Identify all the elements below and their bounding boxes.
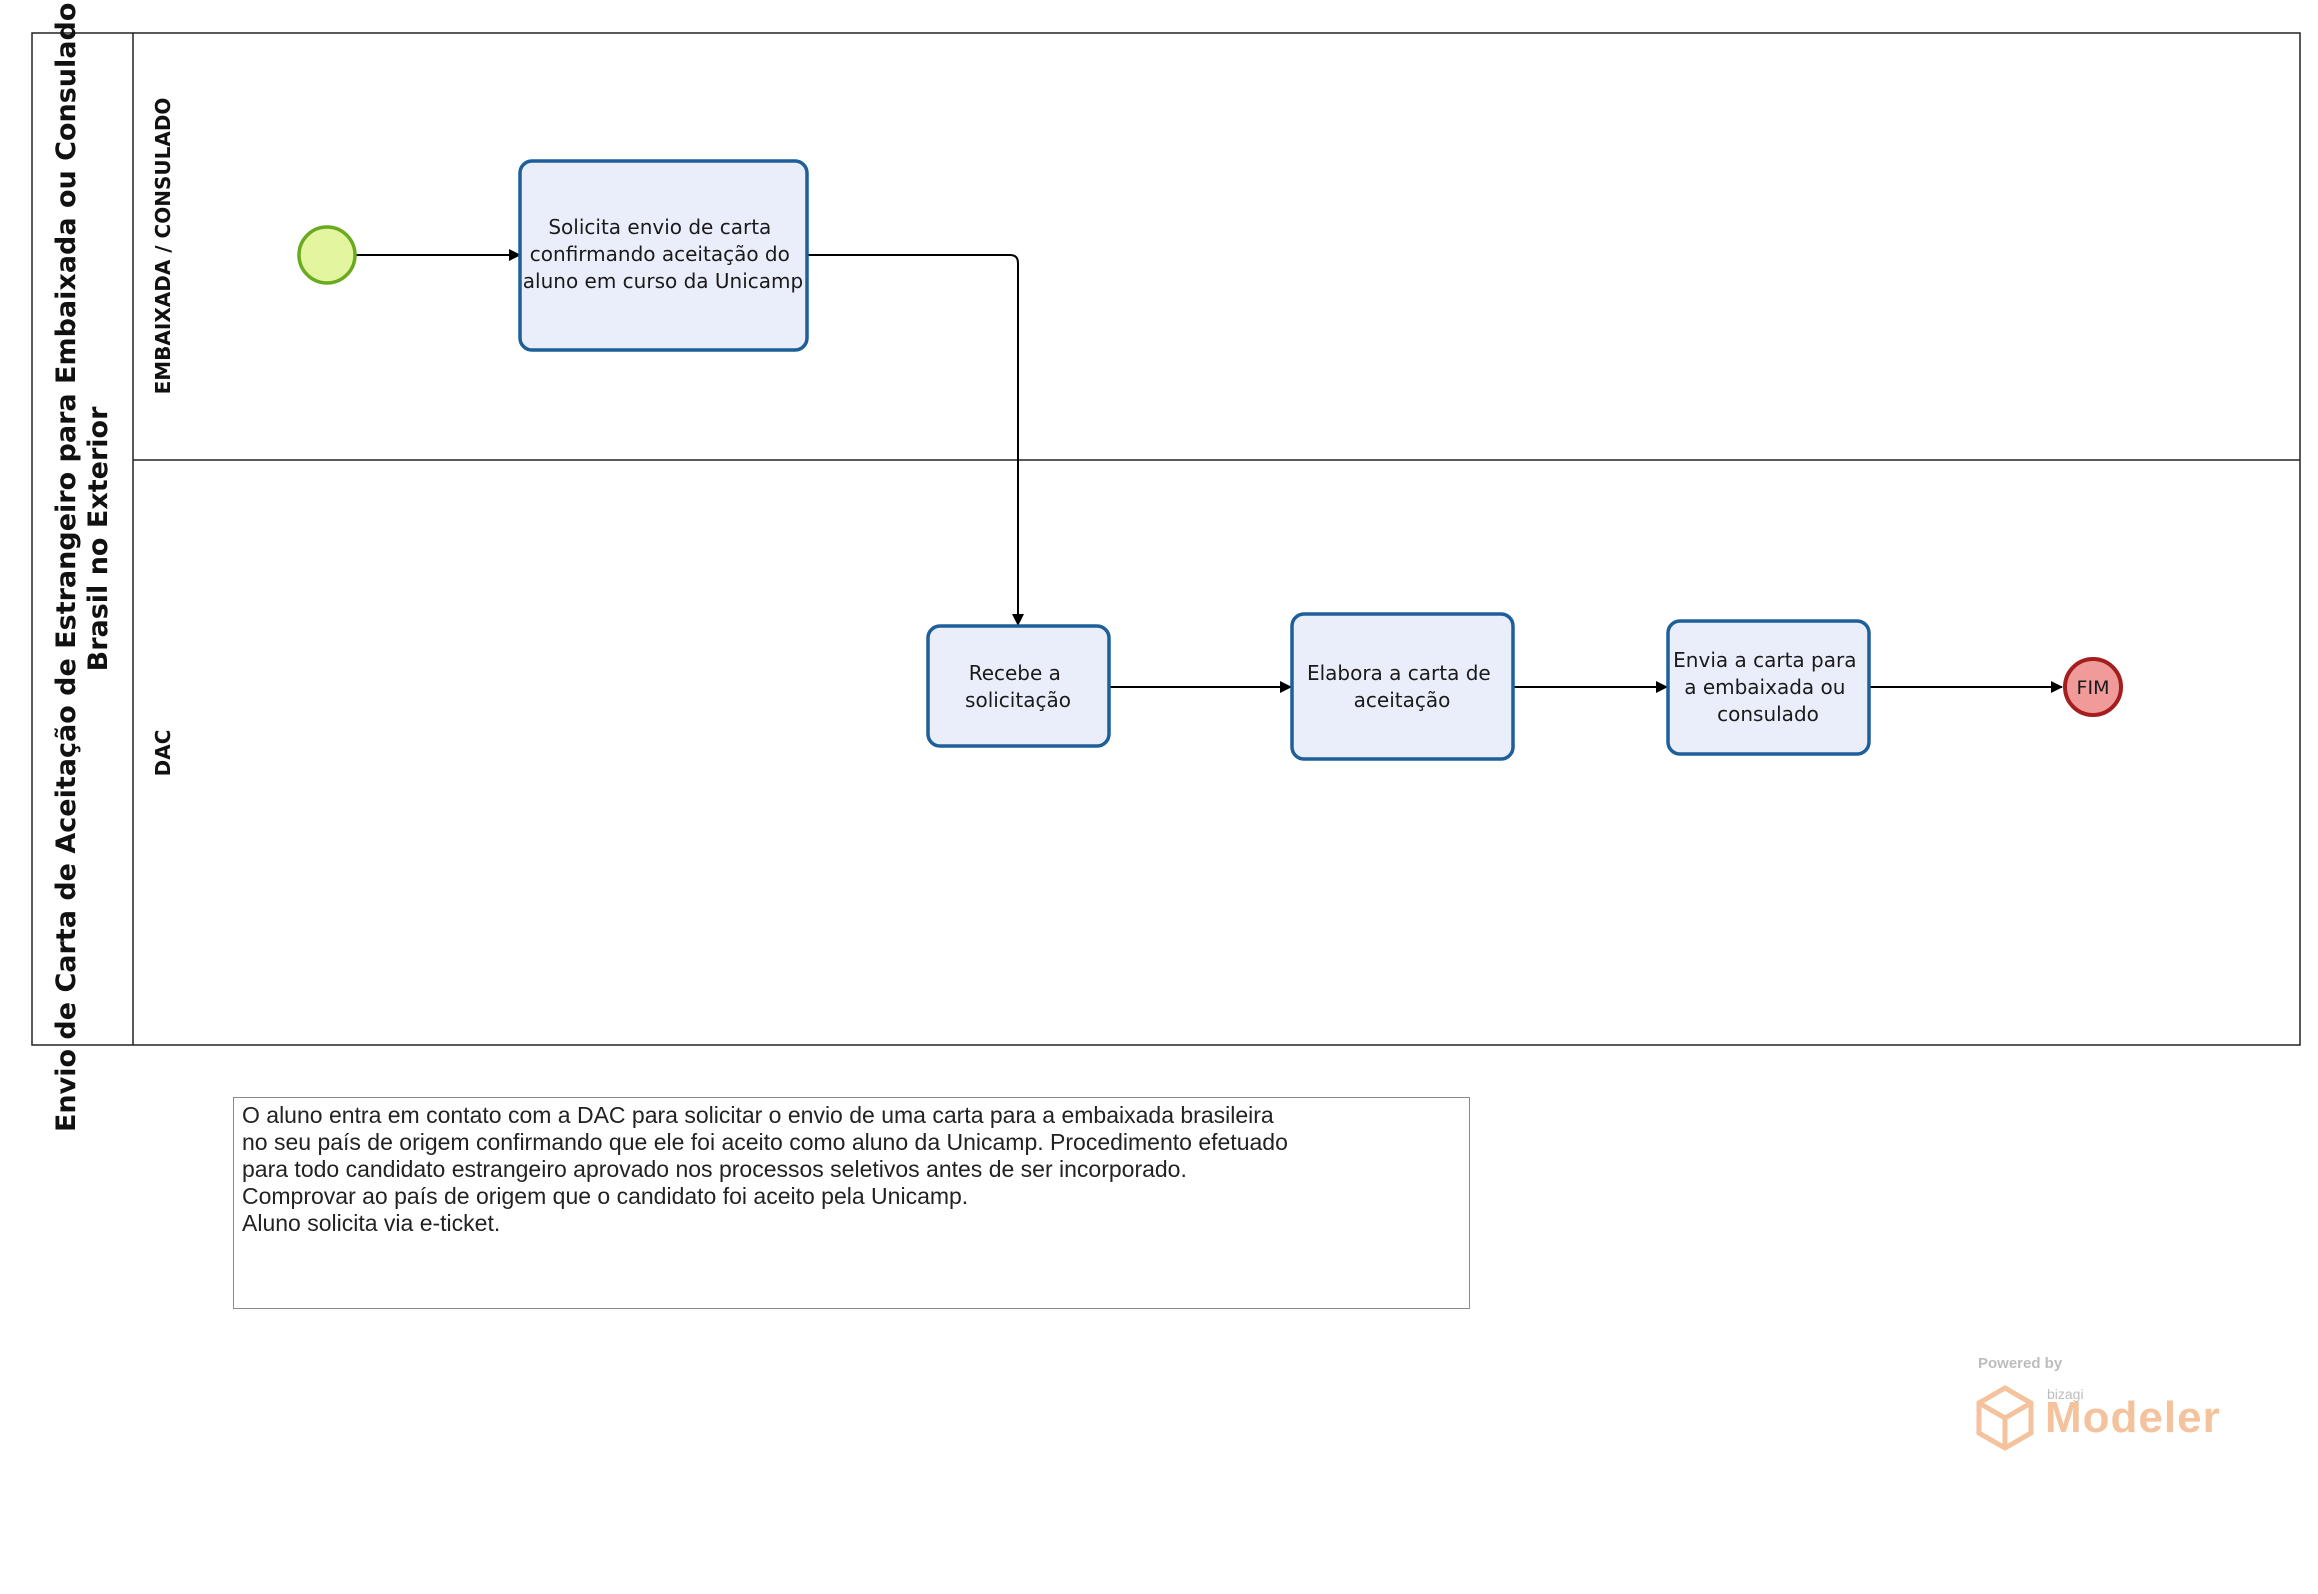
annotation-line: O aluno entra em contato com a DAC para … (242, 1102, 1274, 1128)
task-recebe-label: Recebe a solicitação (965, 661, 1071, 712)
annotation-line: Comprovar ao país de origem que o candid… (242, 1183, 969, 1209)
task-recebe[interactable]: Recebe a solicitação (926, 624, 1111, 748)
annotation-line: Aluno solicita via e-ticket. (242, 1210, 501, 1236)
end-event-label: FIM (2077, 677, 2110, 699)
powered-by-text: Powered by (1978, 1355, 2063, 1372)
end-event[interactable]: FIM (2063, 657, 2123, 717)
lane-label-embaixada: EMBAIXADA / CONSULADO (151, 98, 175, 395)
task-elabora[interactable]: Elabora a carta de aceitação (1290, 612, 1515, 761)
task-envia[interactable]: Envia a carta para a embaixada ou consul… (1666, 619, 1871, 756)
start-event[interactable] (297, 225, 357, 285)
pool-title-line-2: Brasil no Exterior (83, 406, 114, 671)
flow-solicita-to-recebe[interactable] (808, 254, 1024, 626)
product-name: Modeler (2045, 1393, 2221, 1442)
task-solicita-label: Solicita envio de carta confirmando acei… (523, 215, 803, 293)
lane-label-dac: DAC (151, 730, 175, 777)
pool-title: Envio de Carta de Aceitação de Estrangei… (51, 0, 114, 1132)
task-envia-label: Envia a carta para a embaixada ou consul… (1673, 648, 1863, 726)
task-solicita[interactable]: Solicita envio de carta confirmando acei… (518, 159, 809, 352)
task-elabora-label: Elabora a carta de aceitação (1307, 661, 1497, 712)
sequence-flows (356, 249, 2063, 693)
pool-title-line-1: Envio de Carta de Aceitação de Estrangei… (51, 0, 82, 1132)
annotation-line: no seu país de origem confirmando que el… (242, 1129, 1288, 1155)
vendor-text: bizagi (2047, 1386, 2084, 1402)
text-annotation: O aluno entra em contato com a DAC para … (233, 1097, 1470, 1309)
annotation-line: para todo candidato estrangeiro aprovado… (242, 1156, 1187, 1182)
pool (31, 32, 2301, 1046)
bizagi-logo-icon (1976, 1385, 2034, 1451)
bizagi-modeler-watermark: Powered by bizagi Modeler (1975, 1355, 2235, 1455)
